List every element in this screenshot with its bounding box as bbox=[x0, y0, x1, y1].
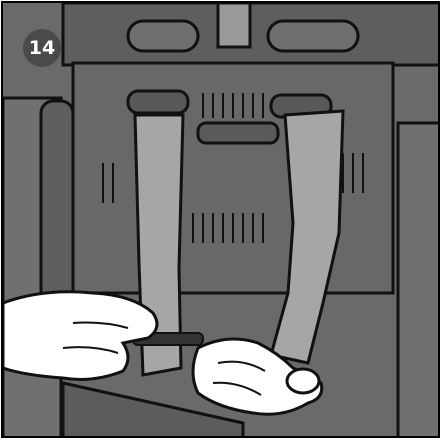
seat-top-slot bbox=[218, 3, 250, 47]
seat-top-oval-left bbox=[128, 21, 198, 51]
seat-crossbar bbox=[198, 123, 278, 143]
seat-top-oval-right bbox=[268, 21, 358, 51]
step-number-badge: 14 bbox=[23, 29, 61, 67]
seat-right-wing bbox=[398, 123, 440, 438]
car-seat-illustration bbox=[3, 3, 440, 438]
harness-slot-left bbox=[128, 91, 188, 113]
right-thumb bbox=[287, 369, 319, 393]
